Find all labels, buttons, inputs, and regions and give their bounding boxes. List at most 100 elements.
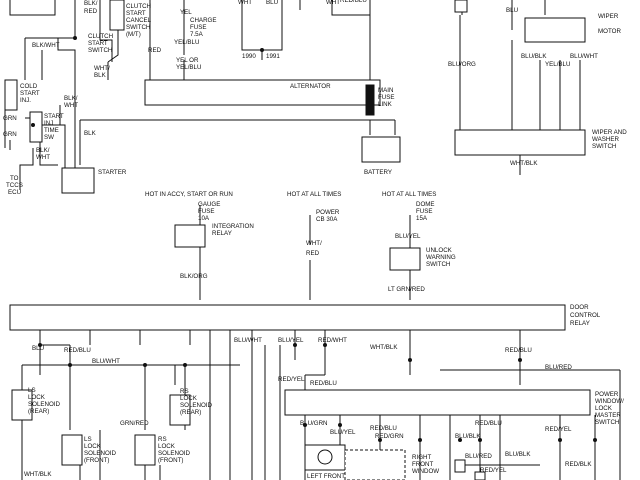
wire-label-blu-yel-p: BLU/YEL	[330, 429, 356, 436]
wire-label-left-front: LEFT FRONT	[307, 473, 345, 480]
junction-dot	[183, 363, 187, 367]
power-window-switch-box	[284, 389, 591, 416]
wire-label-ls-front-1: LS	[84, 436, 92, 443]
wire-label-red-wht-d: RED/WHT	[318, 337, 347, 344]
wire-label-blu-wiper: BLU	[506, 7, 518, 14]
wire-label-cold-1: COLD	[20, 83, 38, 90]
wire-label-clutch-start-2: START	[88, 40, 108, 47]
wire-label-clutch-start-1: CLUTCH	[88, 33, 113, 40]
unlock-warning-switch-box	[389, 247, 421, 271]
wire-label-unlock-2: WARNING	[426, 254, 456, 261]
wire-label-hot-all-1: HOT AT ALL TIMES	[287, 191, 341, 198]
junction-dot	[518, 358, 522, 362]
wire-label-red-yel-d: RED/YEL	[278, 376, 305, 383]
wire-label-blu-wht-d: BLU/WHT	[92, 358, 120, 365]
wire-label-blk-wht-1: BLK/WHT	[32, 42, 60, 49]
wire-label-power-cb-1: POWER	[316, 209, 340, 216]
wire-label-wht-red-2: RED	[306, 250, 320, 257]
wire-label-yel-or-1: YEL OR	[176, 57, 199, 64]
wire-label-pwr-win-3: LOCK	[595, 405, 613, 412]
junction-dot	[558, 438, 562, 442]
wire-label-clutch-cancel-2: START	[126, 10, 146, 17]
wire-label-red-blu-top: RED/BLU	[340, 0, 367, 4]
wiper-top-box	[454, 0, 468, 13]
wire-label-unlock-1: UNLOCK	[426, 247, 453, 254]
wire-label-grn-red: GRN/RED	[120, 420, 149, 427]
alternator-box	[144, 79, 381, 106]
wire-label-integ-1: INTEGRATION	[212, 223, 254, 230]
wire-label-start-inj-1: START	[44, 113, 64, 120]
junction-dot	[68, 363, 72, 367]
wire-label-red-blu-d2: RED/BLU	[505, 347, 532, 354]
wire-label-wht-blk-d: WHT/BLK	[370, 344, 398, 351]
wire-label-pwr-win-2: WINDOW/	[595, 398, 624, 405]
wire-label-red-1: RED	[148, 47, 162, 54]
wire-label-rs-front-2: LOCK	[158, 443, 176, 450]
wire-label-blu-blk: BLU/BLK	[521, 53, 547, 60]
right-motor-cap-2	[474, 471, 486, 480]
wire-label-yel-or-2: YEL/BLU	[176, 64, 201, 71]
junction-dot	[38, 343, 42, 347]
wire-label-right-front-3: WINDOW	[412, 468, 439, 475]
wire-label-ls-rear-3: SOLENOID	[28, 401, 61, 408]
wire-label-blu-org: BLU/ORG	[448, 61, 476, 68]
wire-label-door-1: DOOR	[570, 304, 589, 311]
wire-label-cold-3: INJ.	[20, 97, 31, 104]
wire-label-red-blu-p2: RED/BLU	[475, 420, 502, 427]
junction-dot	[303, 423, 307, 427]
junction-dot	[323, 343, 327, 347]
junction-dot	[31, 123, 35, 127]
wire-label-clutch-cancel-4: SWITCH	[126, 24, 150, 31]
wire-label-door-3: RELAY	[570, 320, 590, 327]
wire-label-blu-a: BLU	[266, 0, 278, 6]
wire-label-clutch-cancel-1: CLUTCH	[126, 3, 151, 10]
door-control-relay-box	[9, 304, 566, 331]
wire-label-blu-blk-p: BLU/BLK	[455, 433, 481, 440]
wire-label-charge-fuse-1: CHARGE	[190, 17, 216, 24]
wire-label-blu-wht-w: BLU/WHT	[570, 53, 598, 60]
wire-label-yel-blu-w: YEL/BLU	[545, 61, 570, 68]
wire-label-blu-red-d: BLU/RED	[545, 364, 572, 371]
wire-label-blk-1: BLK	[84, 130, 97, 137]
wire-label-battery: BATTERY	[364, 169, 392, 176]
wire-label-blk-red-top: BLK/	[84, 0, 98, 7]
wire-label-rs-front-3: SOLENOID	[158, 450, 191, 457]
wire-label-gauge-2: FUSE	[198, 208, 215, 215]
wire-label-right-front-2: FRONT	[412, 461, 434, 468]
wire-label-door-2: CONTROL	[570, 312, 601, 319]
wire-label-clutch-cancel-5: (M/T)	[126, 31, 141, 38]
wire-label-rs-rear-3: SOLENOID	[180, 402, 213, 409]
wire-label-grn-2: GRN	[3, 131, 17, 138]
junction-dot	[378, 438, 382, 442]
wire-label-start-inj-2: INJ	[44, 120, 53, 127]
wire-label-wiper-sw-3: SWITCH	[592, 143, 616, 150]
wire-label-start-inj-3: TIME	[44, 127, 59, 134]
wire-label-clutch-start-3: SWITCH	[88, 47, 112, 54]
wire-label-unlock-3: SWITCH	[426, 261, 450, 268]
junction-dot	[408, 358, 412, 362]
ls-rear-solenoid-box	[11, 389, 33, 421]
wire-label-wht-red-1: WHT/	[306, 240, 322, 247]
wire-label-rs-rear-1: RS	[180, 388, 189, 395]
wire-label-tccs-1: TO	[10, 175, 19, 182]
wire-label-blu-d: BLU	[32, 345, 44, 352]
wire-label-ls-front-2: LOCK	[84, 443, 102, 450]
wire-label-tccs-3: ECU	[8, 189, 21, 196]
wire-label-blu-red-p: BLU/RED	[465, 453, 492, 460]
start-inj-switch-box	[29, 111, 43, 143]
wire-label-rs-rear-2: LOCK	[180, 395, 198, 402]
wire-label-wiper-motor-1: WIPER	[598, 13, 619, 20]
starter-box	[61, 167, 95, 194]
wire-label-main-fuse-2: FUSE	[378, 94, 395, 101]
wire-label-pwr-win-4: MASTER	[595, 412, 621, 419]
wire-label-cold-2: START	[20, 90, 40, 97]
junctions	[31, 36, 597, 442]
integration-relay-box	[174, 224, 206, 248]
wire-label-blk-wht-3b: WHT	[36, 154, 50, 161]
right-motor-cap	[454, 459, 466, 473]
battery-box	[361, 136, 401, 163]
ls-front-solenoid-box	[61, 434, 83, 466]
wire-label-blk-org: BLK/ORG	[180, 273, 208, 280]
wire-label-y1990: 1990	[242, 53, 256, 60]
wire-label-tccs-2: TCCS	[6, 182, 23, 189]
